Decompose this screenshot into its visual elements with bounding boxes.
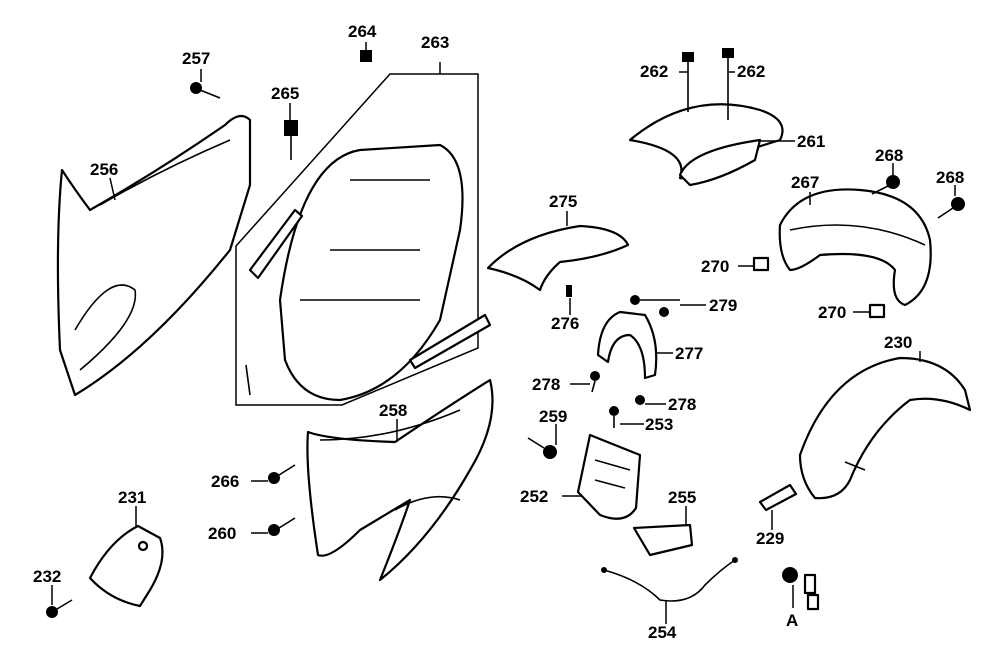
label-277: 277 [675, 344, 703, 363]
bracket-277 [596, 310, 658, 380]
bracket-252 [576, 433, 642, 520]
storage-box-263 [235, 62, 492, 406]
label-268-a: 268 [875, 146, 903, 165]
label-279: 279 [709, 296, 737, 315]
label-232: 232 [33, 567, 61, 586]
label-258: 258 [379, 401, 407, 420]
clip-270-a [752, 256, 770, 272]
label-231: 231 [118, 488, 146, 507]
bolt-279 [630, 295, 680, 317]
screw-268-a [871, 175, 900, 195]
latch-229 [758, 483, 798, 512]
screw-266 [268, 464, 296, 484]
label-254: 254 [648, 623, 677, 642]
cover-275 [486, 224, 630, 292]
label-253: 253 [645, 415, 673, 434]
cover-231 [88, 524, 164, 608]
label-266: 266 [211, 472, 239, 491]
label-262-a: 262 [640, 62, 668, 81]
screw-257 [190, 82, 221, 99]
label-256: 256 [90, 160, 118, 179]
label-230: 230 [884, 333, 912, 352]
bolt-259 [527, 437, 557, 459]
label-278-a: 278 [532, 375, 560, 394]
screw-278-a [590, 371, 600, 393]
rear-cover-267 [778, 188, 932, 307]
label-259: 259 [539, 407, 567, 426]
label-A: A [786, 611, 798, 630]
label-278-b: 278 [668, 395, 696, 414]
label-263: 263 [421, 33, 449, 52]
cable-254 [601, 557, 738, 602]
plate-255 [632, 523, 694, 557]
label-252: 252 [520, 487, 548, 506]
label-257: 257 [182, 49, 210, 68]
carrier-261 [628, 48, 784, 187]
label-267: 267 [791, 173, 819, 192]
lock-A [782, 567, 820, 611]
screw-268-b [937, 197, 965, 219]
leader-lines [51, 42, 956, 624]
bolt-265 [284, 120, 298, 160]
label-264: 264 [348, 22, 377, 41]
screw-260 [268, 517, 296, 536]
label-270-b: 270 [818, 303, 846, 322]
label-270-a: 270 [701, 257, 729, 276]
label-260: 260 [208, 524, 236, 543]
screw-232 [46, 599, 73, 618]
label-262-b: 262 [737, 62, 765, 81]
screw-276 [566, 285, 572, 297]
side-cover-258 [306, 378, 494, 582]
rear-fender-230 [798, 356, 972, 500]
label-265: 265 [271, 84, 299, 103]
side-cover-256 [56, 114, 252, 397]
label-268-b: 268 [936, 168, 964, 187]
label-261: 261 [797, 132, 825, 151]
label-276: 276 [551, 314, 579, 333]
label-229: 229 [756, 529, 784, 548]
clip-270-b [868, 303, 886, 319]
nut-264 [360, 50, 372, 62]
label-255: 255 [668, 488, 696, 507]
screw-253 [609, 406, 619, 428]
screw-278-b [635, 395, 645, 405]
label-275: 275 [549, 192, 577, 211]
